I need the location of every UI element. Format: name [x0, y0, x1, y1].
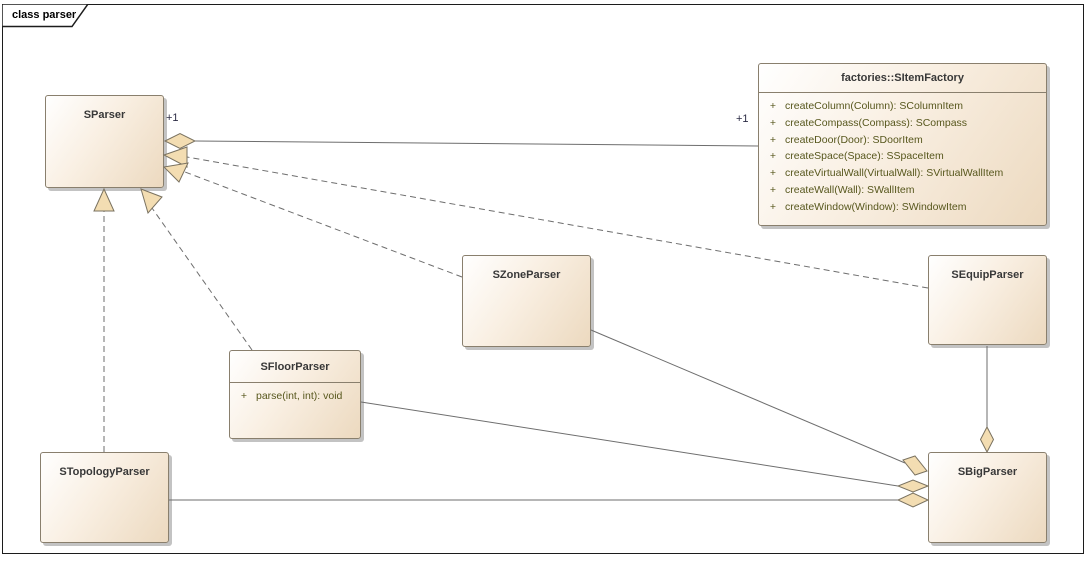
multiplicity-label-sparser-end: +1: [166, 112, 179, 124]
class-sfloorparser[interactable]: SFloorParser + parse(int, int): void: [229, 350, 361, 439]
class-sbigparser[interactable]: SBigParser: [928, 452, 1047, 543]
operation: + createDoor(Door): SDoorItem: [769, 133, 923, 146]
class-sparser[interactable]: SParser: [45, 95, 164, 188]
operation: + createSpace(Space): SSpaceItem: [769, 150, 944, 163]
class-name: SBigParser: [957, 466, 1018, 478]
diagram-frame: [2, 4, 1084, 554]
diagram-title: class parser: [12, 9, 77, 21]
operations-compartment: + parse(int, int): void: [230, 383, 360, 405]
operations-compartment: + createColumn(Column): SColumnItem + cr…: [759, 93, 1046, 216]
operation: + createWindow(Window): SWindowItem: [769, 200, 967, 213]
operation: + createWall(Wall): SWallItem: [769, 183, 915, 196]
class-sitemfactory[interactable]: factories::SItemFactory + createColumn(C…: [758, 63, 1047, 226]
class-name: STopologyParser: [59, 466, 150, 478]
operation: + createCompass(Compass): SCompass: [769, 116, 968, 129]
class-sequipparser[interactable]: SEquipParser: [928, 255, 1047, 345]
class-szoneparser[interactable]: SZoneParser: [462, 255, 591, 347]
class-stopologyparser[interactable]: STopologyParser: [40, 452, 169, 543]
multiplicity-label-factory-end: +1: [736, 113, 749, 125]
frame-tab-shape: [1, 3, 90, 28]
diagram-frame-tab: class parser: [1, 3, 102, 30]
class-name: SEquipParser: [951, 269, 1024, 281]
class-name: SParser: [83, 109, 126, 121]
class-name: SZoneParser: [492, 269, 561, 281]
operation: + createVirtualWall(VirtualWall): SVirtu…: [769, 167, 1004, 180]
operation: + parse(int, int): void: [240, 390, 343, 402]
class-name: SFloorParser: [260, 360, 330, 373]
operation: + createColumn(Column): SColumnItem: [769, 100, 963, 112]
class-name: factories::SItemFactory: [841, 72, 964, 84]
